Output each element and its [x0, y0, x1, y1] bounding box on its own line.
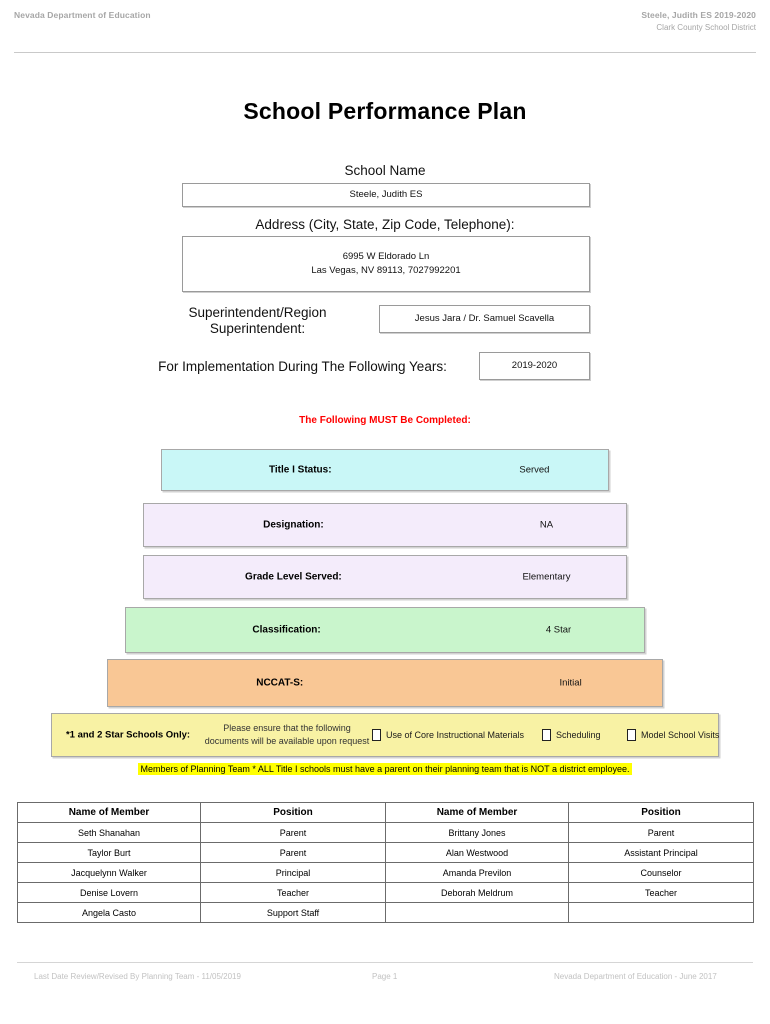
- header-agency-name: Nevada Department of Education: [14, 10, 151, 20]
- table-row: Angela Casto Support Staff: [17, 902, 754, 923]
- must-complete-note: The Following MUST Be Completed:: [299, 415, 471, 426]
- page-footer: Last Date Review/Revised By Planning Tea…: [17, 972, 754, 986]
- implementation-years-label: For Implementation During The Following …: [158, 359, 447, 374]
- superintendent-label: Superintendent/Region Superintendent:: [188, 305, 327, 336]
- header-district: Clark County School District: [656, 23, 756, 32]
- member-position[interactable]: Parent: [200, 842, 386, 863]
- address-line-2: Las Vegas, NV 89113, 7027992201: [311, 265, 461, 276]
- address-field[interactable]: 6995 W Eldorado Ln Las Vegas, NV 89113, …: [182, 236, 590, 292]
- status-label-grade-level: Grade Level Served:: [245, 571, 342, 583]
- school-name-field[interactable]: Steele, Judith ES: [182, 183, 590, 207]
- member-position[interactable]: Support Staff: [200, 902, 386, 923]
- table-row: Taylor Burt Parent Alan Westwood Assista…: [17, 842, 754, 863]
- status-row-classification[interactable]: Classification: 4 Star: [125, 607, 645, 653]
- footer-source: Nevada Department of Education - June 20…: [554, 972, 717, 981]
- address-label: Address (City, State, Zip Code, Telephon…: [255, 217, 515, 232]
- star-schools-note-line-2: documents will be available upon request: [204, 736, 370, 746]
- header-school-year: Steele, Judith ES 2019-2020: [641, 10, 756, 20]
- star-schools-note-line-1: Please ensure that the following: [223, 722, 351, 733]
- page-header: Nevada Department of Education Steele, J…: [14, 10, 756, 50]
- column-header-position-2: Position: [568, 802, 754, 823]
- table-row: Seth Shanahan Parent Brittany Jones Pare…: [17, 822, 754, 843]
- star-schools-note: Please ensure that the following documen…: [202, 722, 372, 748]
- member-position[interactable]: Counselor: [568, 862, 754, 883]
- member-name[interactable]: [385, 902, 569, 923]
- implementation-years-value: 2019-2020: [511, 359, 558, 371]
- checkbox-core-materials[interactable]: Use of Core Instructional Materials: [372, 729, 524, 741]
- checkbox-scheduling[interactable]: Scheduling: [542, 729, 601, 741]
- footer-revision-date: Last Date Review/Revised By Planning Tea…: [34, 972, 241, 981]
- status-label-title-i: Title I Status:: [268, 464, 332, 476]
- checkbox-icon[interactable]: [372, 729, 381, 741]
- member-name[interactable]: Amanda Previlon: [385, 862, 569, 883]
- table-row: Denise Lovern Teacher Deborah Meldrum Te…: [17, 882, 754, 903]
- status-label-designation: Designation:: [263, 519, 324, 531]
- member-name[interactable]: Alan Westwood: [385, 842, 569, 863]
- status-row-grade-level[interactable]: Grade Level Served: Elementary: [143, 555, 627, 599]
- member-name[interactable]: Brittany Jones: [385, 822, 569, 843]
- checkbox-icon[interactable]: [542, 729, 551, 741]
- header-school-info: Steele, Judith ES 2019-2020 Clark County…: [641, 10, 756, 32]
- member-name[interactable]: Taylor Burt: [17, 842, 201, 863]
- member-position[interactable]: Parent: [200, 822, 386, 843]
- member-name[interactable]: Angela Casto: [17, 902, 201, 923]
- status-row-title-i[interactable]: Title I Status: Served: [161, 449, 609, 491]
- school-name-label: School Name: [344, 163, 426, 178]
- member-position[interactable]: Teacher: [200, 882, 386, 903]
- status-label-nccat-s: NCCAT-S:: [256, 677, 304, 689]
- status-row-designation[interactable]: Designation: NA: [143, 503, 627, 547]
- school-name-value: Steele, Judith ES: [349, 188, 423, 200]
- member-name[interactable]: Denise Lovern: [17, 882, 201, 903]
- member-position[interactable]: [568, 902, 754, 923]
- planning-team-note-text: Members of Planning Team * ALL Title I s…: [138, 763, 632, 775]
- member-position[interactable]: Teacher: [568, 882, 754, 903]
- status-value-grade-level: Elementary: [522, 571, 571, 583]
- address-line-1: 6995 W Eldorado Ln: [342, 250, 430, 262]
- status-row-nccat-s[interactable]: NCCAT-S: Initial: [107, 659, 663, 707]
- status-value-title-i: Served: [519, 464, 550, 476]
- status-value-classification: 4 Star: [545, 624, 572, 636]
- star-schools-title: *1 and 2 Star Schools Only:: [65, 729, 191, 741]
- column-header-position-1: Position: [200, 802, 386, 823]
- page-title: School Performance Plan: [243, 98, 527, 124]
- planning-team-note: Members of Planning Team * ALL Title I s…: [0, 763, 770, 775]
- status-label-classification: Classification:: [252, 624, 321, 636]
- footer-divider: [17, 962, 753, 963]
- planning-team-table: Name of Member Position Name of Member P…: [17, 802, 754, 923]
- member-name[interactable]: Seth Shanahan: [17, 822, 201, 843]
- member-name[interactable]: Jacquelynn Walker: [17, 862, 201, 883]
- status-value-nccat-s: Initial: [559, 677, 582, 689]
- checkbox-icon[interactable]: [627, 729, 636, 741]
- status-value-designation: NA: [539, 519, 554, 531]
- member-position[interactable]: Principal: [200, 862, 386, 883]
- member-name[interactable]: Deborah Meldrum: [385, 882, 569, 903]
- checkbox-model-school-visits[interactable]: Model School Visits: [627, 729, 719, 741]
- checkbox-model-school-visits-label: Model School Visits: [641, 730, 720, 740]
- table-header-row: Name of Member Position Name of Member P…: [17, 802, 754, 823]
- member-position[interactable]: Parent: [568, 822, 754, 843]
- checkbox-core-materials-label: Use of Core Instructional Materials: [386, 730, 525, 740]
- table-row: Jacquelynn Walker Principal Amanda Previ…: [17, 862, 754, 883]
- footer-page-number: Page 1: [372, 972, 398, 981]
- member-position[interactable]: Assistant Principal: [568, 842, 754, 863]
- superintendent-value: Jesus Jara / Dr. Samuel Scavella: [414, 312, 555, 324]
- superintendent-field[interactable]: Jesus Jara / Dr. Samuel Scavella: [379, 305, 590, 333]
- checkbox-scheduling-label: Scheduling: [556, 730, 601, 740]
- header-divider: [14, 52, 756, 53]
- implementation-years-field[interactable]: 2019-2020: [479, 352, 590, 380]
- star-schools-band: *1 and 2 Star Schools Only: Please ensur…: [51, 713, 719, 757]
- column-header-name-2: Name of Member: [385, 802, 569, 823]
- column-header-name-1: Name of Member: [17, 802, 201, 823]
